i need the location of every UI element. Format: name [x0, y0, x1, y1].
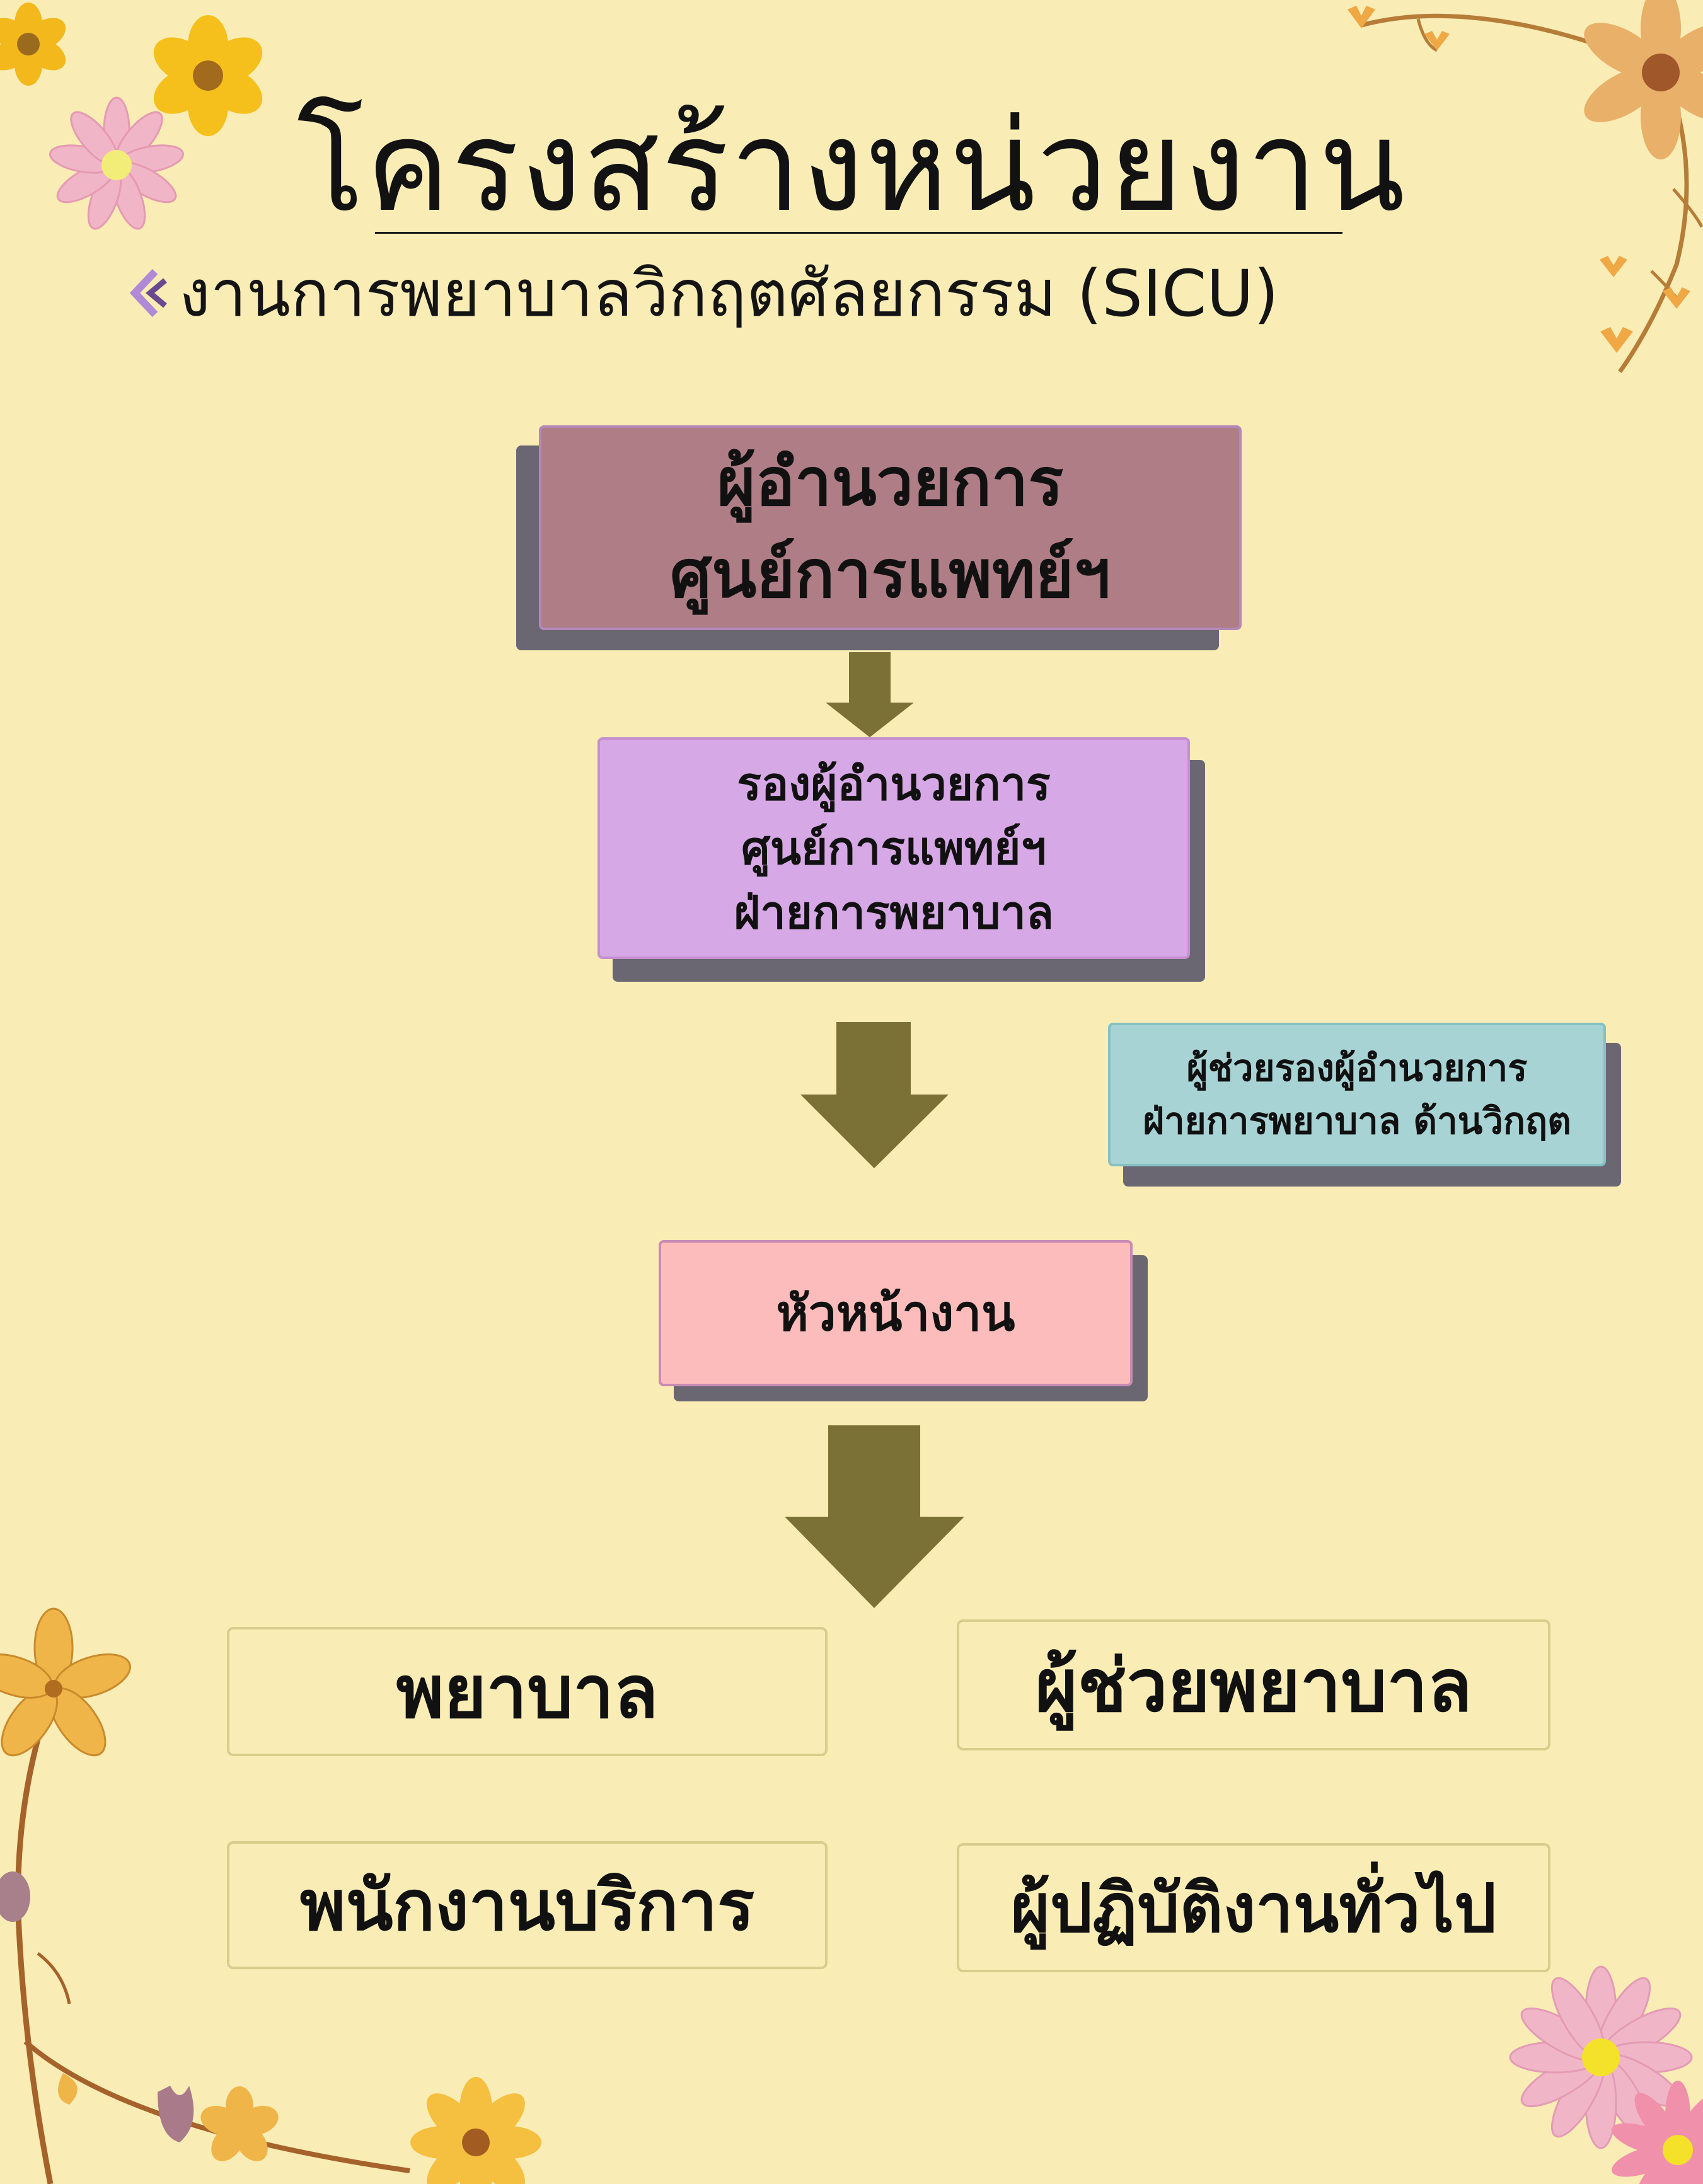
- role-label: พนักงานบริการ: [299, 1865, 755, 1946]
- subtitle-row: งานการพยาบาลวิกฤตศัลยกรรม (SICU): [126, 252, 1279, 334]
- assistant-deputy-box: ผู้ช่วยรองผู้อำนวยการ ฝ่ายการพยาบาล ด้าน…: [1108, 1023, 1606, 1166]
- page-title: โครงสร้างหน่วยงาน: [296, 93, 1407, 240]
- flower-cluster-bottom-right: [1509, 1965, 1703, 2184]
- director-box: ผู้อำนวยการ ศูนย์การแพทย์ฯ: [539, 425, 1242, 630]
- subtitle-text: งานการพยาบาลวิกฤตศัลยกรรม (SICU): [179, 256, 1279, 331]
- director-line-2: ศูนย์การแพทย์ฯ: [670, 535, 1111, 612]
- role-box-general-worker: ผู้ปฏิบัติงานทั่วไป: [957, 1843, 1550, 1972]
- deputy-line-3: ฝ่ายการพยาบาล: [734, 886, 1054, 939]
- assistant-line-2: ฝ่ายการพยาบาล ด้านวิกฤต: [1143, 1100, 1571, 1142]
- role-box-nurse: พยาบาล: [227, 1627, 828, 1756]
- role-box-nurse-assistant: ผู้ช่วยพยาบาล: [957, 1619, 1550, 1750]
- deputy-line-2: ศูนย์การแพทย์ฯ: [741, 822, 1046, 875]
- role-label: ผู้ปฏิบัติงานทั่วไป: [1010, 1870, 1497, 1947]
- role-label: พยาบาล: [396, 1650, 659, 1735]
- arrow-down-icon: [826, 652, 914, 737]
- deputy-director-box: รองผู้อำนวยการ ศูนย์การแพทย์ฯ ฝ่ายการพยา…: [597, 737, 1190, 959]
- flower-cluster-top-left: [0, 3, 263, 230]
- role-box-service-staff: พนักงานบริการ: [227, 1841, 828, 1969]
- head-of-unit-box: หัวหน้างาน: [659, 1240, 1133, 1386]
- assistant-line-1: ผู้ช่วยรองผู้อำนวยการ: [1186, 1047, 1528, 1089]
- chevron-left-icon: [129, 268, 167, 318]
- role-label: ผู้ช่วยพยาบาล: [1035, 1643, 1472, 1728]
- head-label: หัวหน้างาน: [776, 1285, 1015, 1342]
- flower-branch-bottom-left: [0, 1607, 541, 2184]
- flower-branch-top-right: [1348, 0, 1703, 374]
- title-underline: [375, 232, 1342, 234]
- deputy-line-1: รองผู้อำนวยการ: [737, 757, 1051, 810]
- arrow-down-icon: [800, 1022, 949, 1168]
- arrow-down-icon: [785, 1425, 964, 1608]
- director-line-1: ผู้อำนวยการ: [717, 443, 1064, 520]
